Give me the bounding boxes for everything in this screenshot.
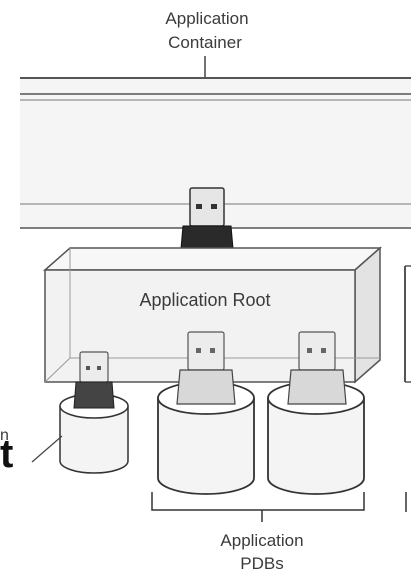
container-label-line2: Container	[168, 33, 242, 52]
pdb-plug-icon	[176, 331, 236, 405]
seed-pdb-plug-icon	[73, 351, 115, 409]
pdbs-bracket	[151, 492, 365, 522]
overlay-text-fragment-t: t	[0, 432, 14, 476]
pdbs-label-line1: Application	[220, 531, 303, 550]
next-root-box-partial	[404, 265, 411, 383]
application-root-label: Application Root	[139, 290, 270, 310]
container-band	[20, 77, 411, 229]
pdb-plug-icon-2	[287, 331, 347, 405]
seed-label-fragment: n	[0, 427, 9, 444]
overlay-text-fragment: t	[0, 434, 13, 474]
container-label-line1: Application	[165, 9, 248, 28]
pdbs-label-line2: PDBs	[240, 554, 283, 573]
seed-leader-line	[31, 435, 63, 463]
